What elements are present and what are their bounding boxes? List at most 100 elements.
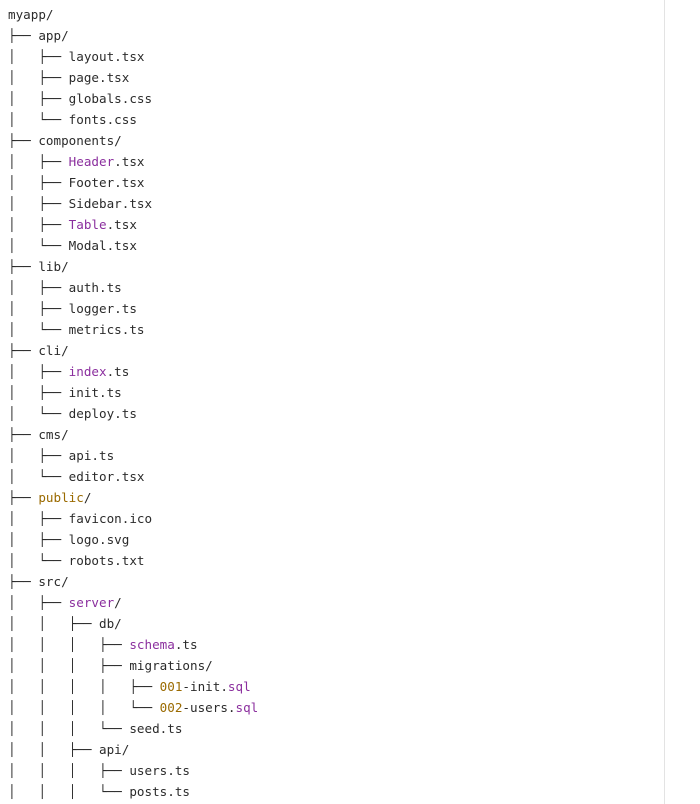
tree-entry-text: .ts — [174, 637, 198, 652]
tree-entry-text: db/ — [99, 616, 122, 631]
tree-entry-text: src/ — [38, 574, 69, 589]
tree-entry-text: Modal.tsx — [68, 238, 137, 253]
tree-entry-text: -users. — [182, 700, 236, 715]
tree-guide: │ │ ├── — [8, 742, 99, 757]
tree-line: │ │ │ │ └── 002-users.sql — [8, 697, 664, 718]
tree-line: │ └── Modal.tsx — [8, 235, 664, 256]
tree-guide: │ └── — [8, 553, 69, 568]
tree-entry-text: Header — [68, 154, 115, 169]
tree-entry-text: cli/ — [38, 343, 69, 358]
tree-line: ├── lib/ — [8, 256, 664, 277]
tree-entry-text: cms/ — [38, 427, 69, 442]
tree-line: │ │ │ └── seed.ts — [8, 718, 664, 739]
tree-line: │ ├── Header.tsx — [8, 151, 664, 172]
tree-guide: │ ├── — [8, 532, 69, 547]
tree-guide: ├── — [8, 259, 39, 274]
tree-entry-text: -init. — [182, 679, 228, 694]
tree-guide: │ └── — [8, 322, 69, 337]
tree-line: myapp/ — [8, 4, 664, 25]
tree-entry-text: .ts — [106, 364, 130, 379]
tree-entry-text: public — [38, 490, 84, 505]
tree-entry-text: page.tsx — [68, 70, 130, 85]
tree-entry-text: 001 — [159, 679, 183, 694]
tree-line: │ ├── init.ts — [8, 382, 664, 403]
tree-entry-text: Footer.tsx — [68, 175, 145, 190]
tree-line: │ ├── page.tsx — [8, 67, 664, 88]
tree-entry-text: posts.ts — [129, 784, 190, 799]
tree-guide: │ │ │ └── — [8, 721, 130, 736]
tree-guide: ├── — [8, 133, 39, 148]
tree-guide: │ ├── — [8, 448, 69, 463]
tree-line: │ │ ├── api/ — [8, 739, 664, 760]
tree-entry-text: api.ts — [68, 448, 115, 463]
tree-line: │ │ │ ├── schema.ts — [8, 634, 664, 655]
tree-guide: │ ├── — [8, 196, 69, 211]
tree-guide: │ ├── — [8, 364, 69, 379]
tree-entry-text: deploy.ts — [68, 406, 137, 421]
tree-entry-text: seed.ts — [129, 721, 183, 736]
tree-line: │ │ │ ├── users.ts — [8, 760, 664, 781]
tree-guide: │ └── — [8, 406, 69, 421]
tree-line: │ │ │ ├── migrations/ — [8, 655, 664, 676]
tree-line: ├── cms/ — [8, 424, 664, 445]
tree-line: │ ├── layout.tsx — [8, 46, 664, 67]
tree-line: │ ├── Footer.tsx — [8, 172, 664, 193]
tree-line: │ ├── Table.tsx — [8, 214, 664, 235]
tree-line: │ └── editor.tsx — [8, 466, 664, 487]
tree-entry-text: fonts.css — [68, 112, 137, 127]
tree-line: │ ├── logger.ts — [8, 298, 664, 319]
tree-line: │ └── robots.txt — [8, 550, 664, 571]
tree-entry-text: api/ — [99, 742, 130, 757]
tree-line: ├── app/ — [8, 25, 664, 46]
tree-guide: │ │ │ ├── — [8, 658, 130, 673]
directory-tree: myapp/├── app/│ ├── layout.tsx│ ├── page… — [8, 4, 664, 799]
tree-guide: ├── — [8, 574, 39, 589]
tree-guide: ├── — [8, 490, 39, 505]
tree-guide: │ └── — [8, 112, 69, 127]
tree-guide: │ ├── — [8, 511, 69, 526]
tree-line: │ ├── globals.css — [8, 88, 664, 109]
tree-entry-text: components/ — [38, 133, 122, 148]
tree-entry-text: logo.svg — [68, 532, 130, 547]
tree-guide: │ │ │ │ └── — [8, 700, 160, 715]
tree-line: │ ├── index.ts — [8, 361, 664, 382]
tree-line: │ │ │ │ ├── 001-init.sql — [8, 676, 664, 697]
tree-entry-text: app/ — [38, 28, 69, 43]
tree-line: ├── src/ — [8, 571, 664, 592]
tree-guide: │ ├── — [8, 154, 69, 169]
tree-guide: │ ├── — [8, 70, 69, 85]
tree-guide: │ ├── — [8, 91, 69, 106]
tree-line: ├── components/ — [8, 130, 664, 151]
tree-guide: │ │ │ ├── — [8, 637, 130, 652]
tree-guide: │ ├── — [8, 301, 69, 316]
tree-entry-text: .tsx — [114, 154, 145, 169]
tree-guide: │ ├── — [8, 595, 69, 610]
tree-guide: │ ├── — [8, 217, 69, 232]
tree-line: │ │ ├── db/ — [8, 613, 664, 634]
tree-guide: │ │ │ └── — [8, 784, 130, 799]
tree-line: │ ├── logo.svg — [8, 529, 664, 550]
tree-guide: ├── — [8, 343, 39, 358]
tree-entry-text: / — [83, 490, 92, 505]
tree-entry-text: logger.ts — [68, 301, 137, 316]
tree-entry-text: .tsx — [106, 217, 137, 232]
tree-guide: ├── — [8, 427, 39, 442]
tree-line: ├── public/ — [8, 487, 664, 508]
tree-line: │ ├── auth.ts — [8, 277, 664, 298]
tree-entry-text: metrics.ts — [68, 322, 145, 337]
tree-guide: ├── — [8, 28, 39, 43]
tree-entry-text: / — [114, 595, 122, 610]
tree-guide: │ │ │ ├── — [8, 763, 130, 778]
tree-entry-text: auth.ts — [68, 280, 122, 295]
tree-guide: │ ├── — [8, 385, 69, 400]
tree-line: │ ├── server/ — [8, 592, 664, 613]
tree-guide: │ └── — [8, 238, 69, 253]
tree-entry-text: migrations/ — [129, 658, 213, 673]
tree-entry-text: favicon.ico — [68, 511, 153, 526]
tree-line: │ ├── favicon.ico — [8, 508, 664, 529]
tree-line: │ └── metrics.ts — [8, 319, 664, 340]
tree-entry-text: sql — [235, 700, 259, 715]
tree-entry-text: Table — [68, 217, 107, 232]
tree-entry-text: init.ts — [68, 385, 122, 400]
